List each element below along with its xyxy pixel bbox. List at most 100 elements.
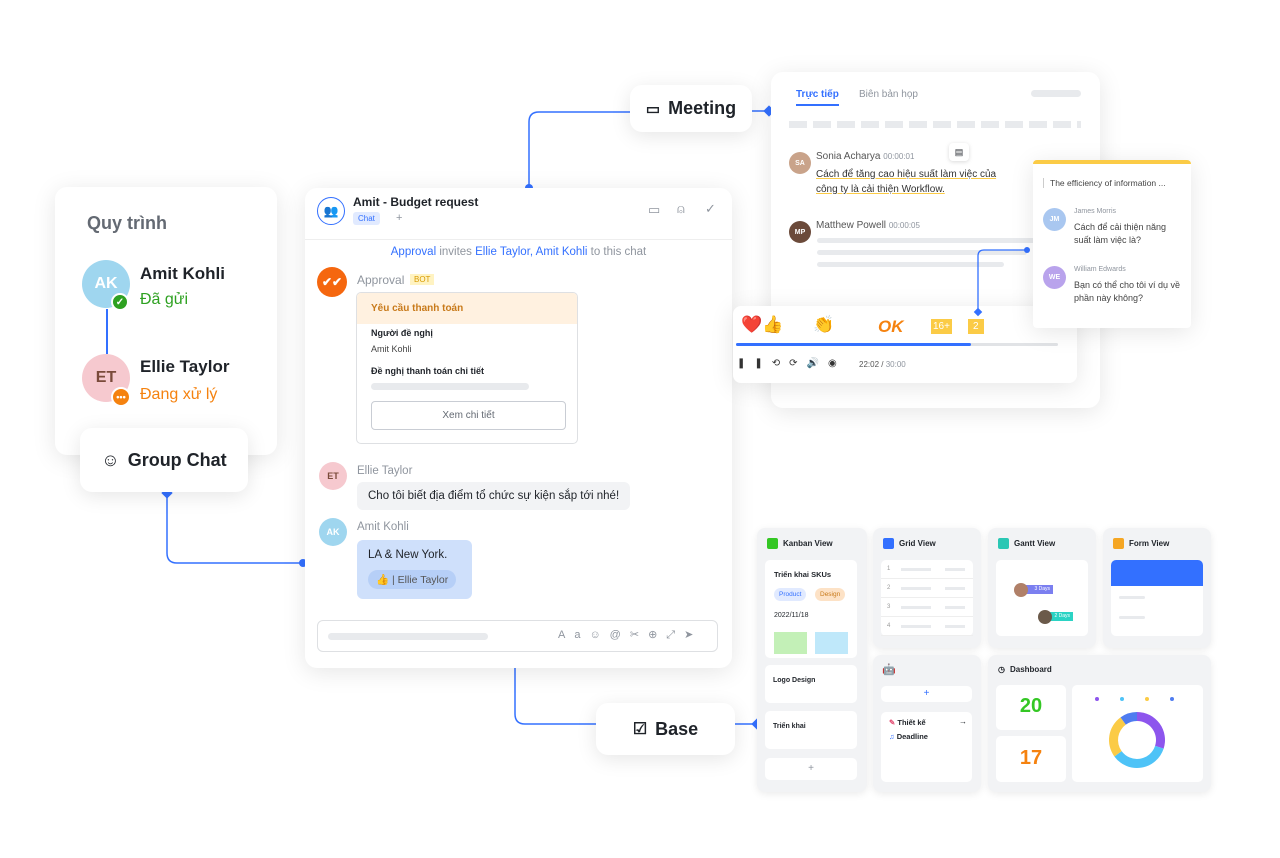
view-title: Form View xyxy=(1129,539,1170,548)
reaction-user: Ellie Taylor xyxy=(397,574,449,586)
dashboard-view[interactable]: ◷Dashboard 20 17 xyxy=(988,655,1211,792)
duration: 30:00 xyxy=(885,360,906,369)
message-input[interactable]: Aa☺@✂⊕⤢➤ xyxy=(317,620,718,652)
automation-view[interactable]: 🤖 + ✎ Thiết kế → ♫ Deadline xyxy=(873,655,981,792)
automation-item: Deadline xyxy=(896,732,928,741)
comment-connector xyxy=(973,247,1030,317)
metric-value: 20 xyxy=(1019,695,1043,717)
input-placeholder-bar xyxy=(328,633,488,640)
kanban-card[interactable]: Triển khai xyxy=(765,711,857,749)
donut-slice xyxy=(1137,712,1165,749)
player-controls[interactable]: ❚❚⟲⟳🔊◉ xyxy=(737,358,846,369)
field-label: Đề nghị thanh toán chi tiết xyxy=(371,366,484,376)
step-name: Ellie Taylor xyxy=(140,357,230,376)
chat-title: Amit - Budget request xyxy=(353,195,479,209)
meeting-label[interactable]: ▭ Meeting xyxy=(630,85,752,132)
chat-tag[interactable]: Chat xyxy=(353,212,380,225)
quoted-text: The efficiency of information ... xyxy=(1043,178,1166,188)
more-icon: ••• xyxy=(111,387,131,407)
view-title: Dashboard xyxy=(1009,665,1052,674)
workflow-card: Quy trình AK ✓ Amit Kohli Đã gửi ET ••• … xyxy=(55,187,277,455)
group-icon: 👥 xyxy=(317,197,345,225)
arrow-right-icon: → xyxy=(959,717,967,726)
clap-reaction-icon: 👏 xyxy=(813,315,835,334)
sender-name: Approval xyxy=(357,273,405,287)
bot-badge: BOT xyxy=(410,274,435,285)
approval-bot-avatar: ✔✔ xyxy=(317,267,347,297)
view-details-button[interactable]: Xem chi tiết xyxy=(371,401,566,430)
system-message: Approval invites Ellie Taylor, Amit Kohl… xyxy=(305,246,732,258)
tag: Design xyxy=(815,588,846,601)
gantt-view[interactable]: Gantt View 3 Days 2 Days xyxy=(988,528,1096,648)
add-tab-button[interactable]: + xyxy=(396,212,403,224)
text: to this chat xyxy=(587,246,647,258)
tab-live[interactable]: Trực tiếp xyxy=(796,89,839,106)
grid-row: 4 xyxy=(881,617,973,636)
speaker: Matthew Powell xyxy=(816,220,887,231)
avatar: ET xyxy=(319,462,347,490)
thumbnail xyxy=(774,632,807,654)
label-text: Meeting xyxy=(668,98,737,118)
label-text: Group Chat xyxy=(127,449,227,470)
kanban-card[interactable]: Triển khai SKUs Product Design 2022/11/1… xyxy=(765,560,857,658)
video-icon[interactable]: ▭ xyxy=(648,202,661,217)
card-title: Triển khai xyxy=(773,723,806,730)
check-icon[interactable]: ✓ xyxy=(705,201,716,216)
link[interactable]: Ellie Taylor, Amit Kohli xyxy=(475,246,588,258)
meeting-player: ❤️👍 👏 OK 16+ 2 ❚❚⟲⟳🔊◉ 22:02 / 30:00 xyxy=(733,306,1077,383)
avatar: MP xyxy=(789,221,811,243)
placeholder-bar xyxy=(817,238,1037,243)
input-toolbar-icons[interactable]: Aa☺@✂⊕⤢➤ xyxy=(558,629,703,641)
donut-slice xyxy=(1109,717,1126,757)
group-chat-label[interactable]: ☺Group Chat xyxy=(80,428,248,492)
thumbnail xyxy=(815,632,848,654)
message-bubble: Cho tôi biết địa điểm tổ chức sự kiện sắ… xyxy=(357,482,631,510)
transcript-text: Cách để tăng cao hiệu suất làm việc của … xyxy=(816,169,997,195)
check-icon: ✓ xyxy=(111,293,129,311)
field-value: Amit Kohli xyxy=(371,344,412,354)
grid-icon xyxy=(883,538,894,549)
metric-card: 17 xyxy=(996,736,1066,782)
grid-row: 2 xyxy=(881,579,973,598)
field-label: Người đề nghị xyxy=(371,328,433,338)
link[interactable]: Approval xyxy=(390,246,437,258)
chat-window: 👥 Amit - Budget request Chat + ▭ ⍝ ✓ App… xyxy=(305,188,732,668)
legend-dot xyxy=(1145,697,1149,701)
view-title: Kanban View xyxy=(783,539,833,548)
reaction-chip[interactable]: 👍 | Ellie Taylor xyxy=(368,570,457,589)
placeholder-bar xyxy=(1031,90,1081,97)
add-user-icon[interactable]: ⍝ xyxy=(677,201,685,216)
bell-icon: ♫ xyxy=(889,732,895,741)
avatar: AK xyxy=(319,518,347,546)
message-bubble: LA & New York. 👍 | Ellie Taylor xyxy=(357,540,472,599)
tab-minutes[interactable]: Biên bản họp xyxy=(859,89,918,100)
avatar: WE xyxy=(1043,266,1066,289)
kanban-view[interactable]: Kanban View Triển khai SKUs Product Desi… xyxy=(757,528,867,792)
placeholder-bar xyxy=(817,250,1027,255)
form-view[interactable]: Form View xyxy=(1103,528,1211,648)
pen-icon: ✎ xyxy=(889,718,896,727)
ok-reaction: OK xyxy=(878,317,904,336)
heart-thumbs-reaction-icon: ❤️👍 xyxy=(741,315,784,334)
comment-icon[interactable]: ▤ xyxy=(949,143,969,161)
gantt-bar: 2 Days xyxy=(1046,612,1073,621)
chat-header: 👥 Amit - Budget request Chat + ▭ ⍝ ✓ xyxy=(305,188,732,240)
base-label[interactable]: ☑Base xyxy=(596,703,735,755)
avatar: JM xyxy=(1043,208,1066,231)
placeholder-bar xyxy=(371,383,529,390)
gantt-chart: 3 Days 2 Days xyxy=(996,560,1088,636)
comment-text: Cách để cải thiện năng suất làm việc là? xyxy=(1074,222,1167,245)
add-card-button[interactable]: + xyxy=(765,758,857,780)
comment-author: William Edwards xyxy=(1074,266,1126,273)
reaction-count: 2 xyxy=(968,319,984,334)
add-automation-button[interactable]: + xyxy=(881,686,972,702)
timestamp: 00:00:01 xyxy=(883,152,915,161)
progress-bar[interactable] xyxy=(736,343,1058,346)
video-icon: ▭ xyxy=(645,100,661,118)
avatar: SA xyxy=(789,152,811,174)
kanban-card[interactable]: Logo Design xyxy=(765,665,857,703)
automation-card: ✎ Thiết kế → ♫ Deadline xyxy=(881,712,972,782)
current-time: 22:02 xyxy=(859,360,880,369)
legend-dot xyxy=(1095,697,1099,701)
